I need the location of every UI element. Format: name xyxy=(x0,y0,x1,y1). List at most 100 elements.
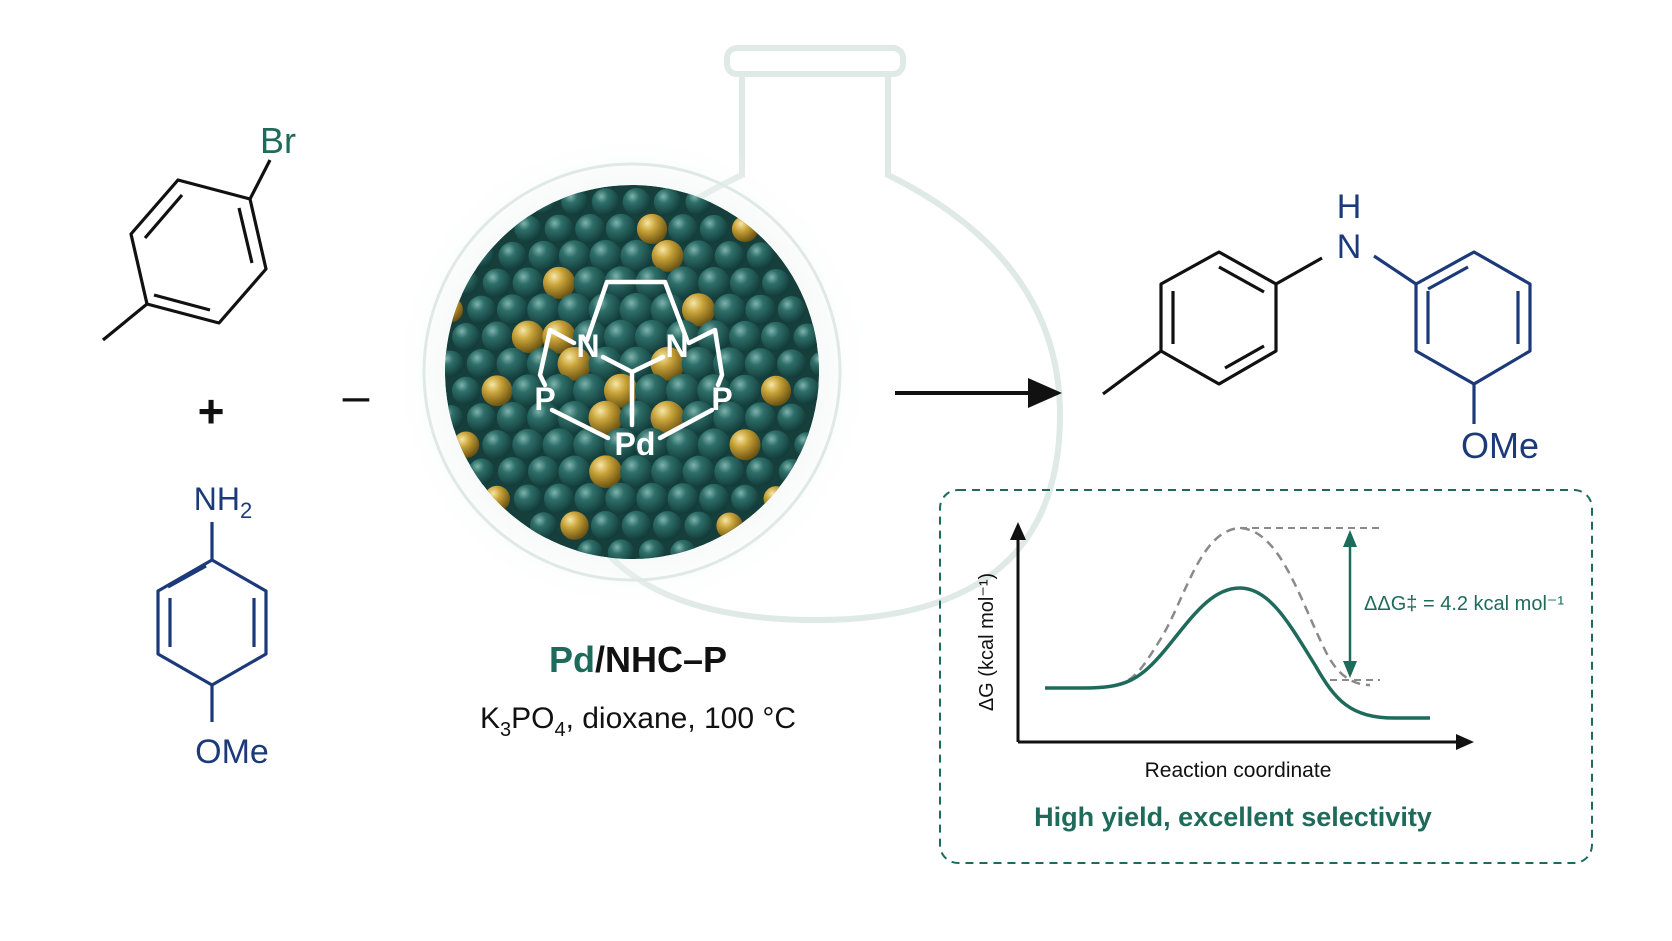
palladium-atom xyxy=(574,483,606,515)
palladium-atom xyxy=(577,539,603,559)
palladium-atom xyxy=(731,484,759,513)
product-anisyl-ring xyxy=(1373,250,1532,424)
palladium-atom xyxy=(653,511,682,541)
palladium-atom xyxy=(699,214,729,244)
palladium-atom xyxy=(512,428,544,461)
energy-ylabel: ΔG (kcal mol⁻¹) xyxy=(976,573,998,711)
palladium-atom xyxy=(666,319,700,354)
palladium-atom xyxy=(683,240,714,272)
gold-atom xyxy=(681,293,716,327)
palladium-atom xyxy=(590,511,621,541)
gold-atom xyxy=(560,511,589,540)
palladium-atom xyxy=(530,512,557,540)
palladium-atom xyxy=(746,242,775,270)
palladium-atom xyxy=(714,456,745,487)
palladium-atom xyxy=(684,511,713,540)
energy-panel-frame xyxy=(939,489,1593,864)
palladium-atom xyxy=(543,483,575,514)
palladium-atom xyxy=(699,483,729,514)
palladium-atom xyxy=(607,539,635,559)
energy-panel-caption: High yield, excellent selectivity xyxy=(1034,802,1432,832)
palladium-atom xyxy=(713,401,746,434)
palladium-atom xyxy=(762,268,790,297)
bromine-label: Br xyxy=(260,120,296,161)
palladium-atom xyxy=(809,351,819,377)
palladium-atom xyxy=(544,214,574,244)
amine-label: NH2 xyxy=(194,481,252,523)
palladium-atom xyxy=(713,293,746,326)
palladium-atom xyxy=(745,402,776,434)
gold-atom xyxy=(588,400,623,435)
gold-atom xyxy=(589,455,622,489)
gold-atom xyxy=(760,375,792,406)
palladium-atom xyxy=(761,321,791,352)
palladium-atom xyxy=(496,347,529,380)
palladium-atom xyxy=(588,346,623,381)
gold-atom xyxy=(650,400,685,435)
palladium-atom xyxy=(745,294,776,326)
methoxy-label-reactant: OMe xyxy=(195,733,269,771)
ligand-atom-labels: N N P P Pd xyxy=(534,328,732,462)
palladium-atom xyxy=(528,240,559,271)
dash-sign: – xyxy=(343,370,370,423)
palladium-atom xyxy=(497,457,528,487)
gold-atom xyxy=(511,320,545,354)
palladium-atom xyxy=(682,455,715,488)
palladium-atom xyxy=(481,321,513,353)
palladium-atom xyxy=(445,350,464,377)
energy-curve-uncatalyzed xyxy=(1084,526,1371,690)
product-nh-n: N xyxy=(1337,228,1362,266)
palladium-atom xyxy=(761,430,791,460)
palladium-atom xyxy=(542,373,576,408)
palladium-atom xyxy=(467,295,496,325)
palladium-atom xyxy=(496,402,529,434)
product-nh-h: H xyxy=(1337,188,1362,226)
palladium-atom xyxy=(482,268,512,298)
product-tolyl-ring xyxy=(1102,250,1323,396)
palladium-atom xyxy=(604,427,638,462)
gold-atom xyxy=(481,375,513,407)
palladium-atom xyxy=(634,319,670,354)
palladium-atom xyxy=(575,214,605,244)
palladium-atom xyxy=(573,266,607,300)
nanoparticle xyxy=(445,185,819,559)
palladium-atom xyxy=(497,294,528,326)
palladium-atom xyxy=(638,539,666,559)
palladium-atom xyxy=(514,215,542,243)
palladium-atom xyxy=(591,188,620,216)
palladium-atom xyxy=(573,373,607,408)
gold-atom xyxy=(603,373,639,408)
gold-atom xyxy=(651,240,684,272)
palladium-atom xyxy=(666,428,700,462)
palladium-atom xyxy=(667,483,699,515)
palladium-atom xyxy=(714,241,745,271)
palladium-atom xyxy=(557,293,592,327)
palladium-atom xyxy=(728,374,762,407)
nhc-p-ligand xyxy=(537,279,725,441)
palladium-atom xyxy=(793,377,819,405)
palladium-atom xyxy=(697,374,731,408)
palladium-atom xyxy=(589,239,622,272)
palladium-atom xyxy=(452,322,480,351)
energy-xlabel: Reaction coordinate xyxy=(1145,759,1332,782)
palladium-atom xyxy=(744,348,777,380)
gold-atom xyxy=(650,346,685,381)
palladium-atom xyxy=(573,428,607,462)
palladium-atom xyxy=(636,482,668,515)
ligand-p-right: P xyxy=(711,381,732,417)
palladium-atom xyxy=(498,241,527,270)
gold-atom xyxy=(636,213,668,245)
palladium-atom xyxy=(620,239,653,272)
gold-atom xyxy=(557,346,592,381)
catalyst-ligand: /NHC–P xyxy=(595,639,727,680)
palladium-atom xyxy=(527,456,560,488)
palladium-atom xyxy=(729,267,761,298)
palladium-atom xyxy=(793,323,819,351)
palladium-atom xyxy=(605,213,637,245)
palladium-atom xyxy=(622,188,651,216)
palladium-atom xyxy=(698,266,730,299)
catalyst-title: Pd/NHC–P xyxy=(549,639,727,680)
palladium-atom xyxy=(451,376,481,405)
palladium-atom xyxy=(653,188,682,216)
